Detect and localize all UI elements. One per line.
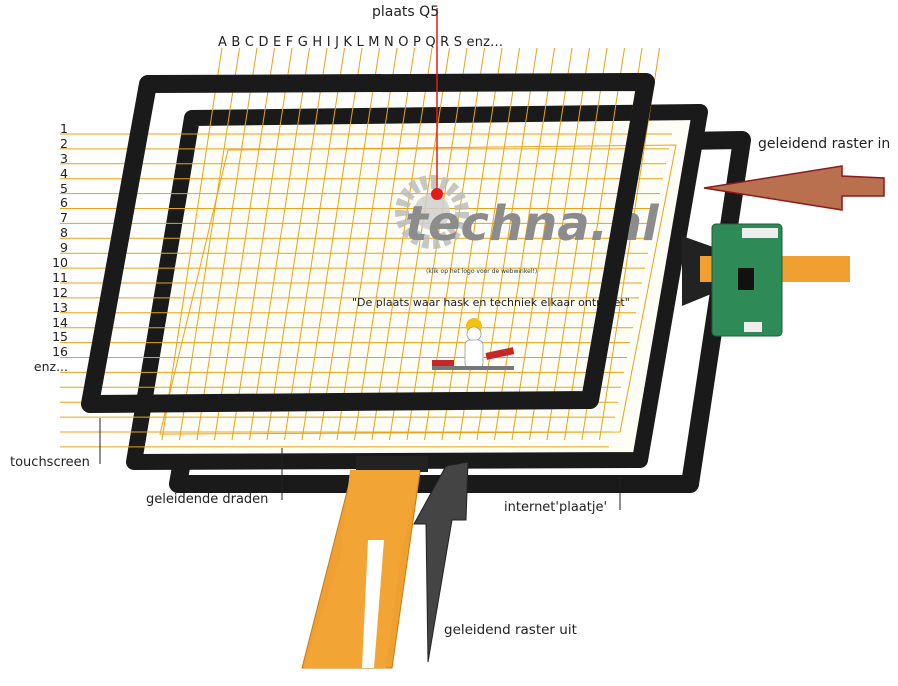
row-label: 14 — [52, 314, 68, 330]
grid-column-line — [179, 47, 240, 441]
touchscreen-frame — [81, 73, 655, 413]
row-label: 13 — [52, 299, 68, 315]
grid-column-line — [196, 47, 258, 441]
logo-subtext: (klik op het logo voor de webwinkel!) — [426, 268, 537, 275]
grid-column-line — [529, 47, 590, 441]
grid-column-line — [564, 47, 625, 441]
row-label: 10 — [52, 255, 68, 271]
row-label: 9 — [60, 240, 68, 256]
label-top-marker: plaats Q5 — [372, 4, 440, 20]
grid-column-line — [476, 47, 538, 441]
arrow-in-icon — [703, 165, 885, 211]
label-touchscreen: touchscreen — [10, 455, 90, 470]
row-label: 15 — [52, 329, 68, 345]
label-internet-plate: internet'plaatje' — [504, 500, 608, 515]
grid-column-line — [459, 47, 520, 441]
grid-column-line — [266, 47, 328, 441]
label-raster-out: geleidend raster uit — [444, 622, 577, 638]
label-leader-lines — [99, 418, 621, 510]
row-label: 11 — [52, 269, 68, 285]
grid-column-line — [284, 47, 345, 441]
row-label: 6 — [60, 195, 68, 211]
grid-column-line — [301, 47, 363, 441]
grid-column-line — [214, 47, 275, 441]
arrow-out-icon — [413, 461, 469, 663]
label-columns: A B C D E F G H I J K L M N O P Q R S en… — [218, 35, 504, 50]
row-label: 4 — [60, 165, 68, 181]
grid-column-line — [161, 47, 223, 441]
q5-marker — [431, 8, 443, 200]
grid-column-line — [319, 47, 380, 441]
label-raster-in: geleidend raster in — [758, 136, 891, 152]
pcb-connector-icon — [682, 223, 850, 337]
grid-column-line — [371, 47, 433, 441]
grid-column-line — [494, 47, 555, 441]
row-label: 5 — [60, 180, 68, 196]
grid-column-line — [546, 47, 608, 441]
slogan-text: "De plaats waar hask en techniek elkaar … — [352, 296, 630, 309]
grid-column-line — [389, 47, 450, 441]
grid-column-line — [511, 47, 573, 441]
grid-sheet-frame — [126, 104, 708, 470]
label-wires: geleidende draden — [146, 492, 269, 507]
row-label: 1 — [60, 121, 68, 136]
row-label: enz... — [33, 359, 68, 375]
grid-column-line — [424, 47, 485, 441]
grid-column-line — [231, 47, 293, 441]
grid-column-line — [336, 47, 398, 441]
grid-column-line — [441, 47, 503, 441]
row-label: 7 — [60, 210, 68, 226]
worker-figure-icon — [432, 318, 515, 370]
grid-column-line — [354, 47, 415, 441]
row-label: 16 — [52, 344, 68, 360]
gear-logo-icon — [395, 175, 469, 249]
row-label: 3 — [60, 150, 68, 166]
row-label: 8 — [60, 225, 68, 241]
grid-column-line — [249, 47, 310, 441]
row-label: 2 — [60, 135, 68, 151]
flex-cable-bottom — [301, 456, 428, 669]
row-label: 12 — [52, 284, 68, 300]
